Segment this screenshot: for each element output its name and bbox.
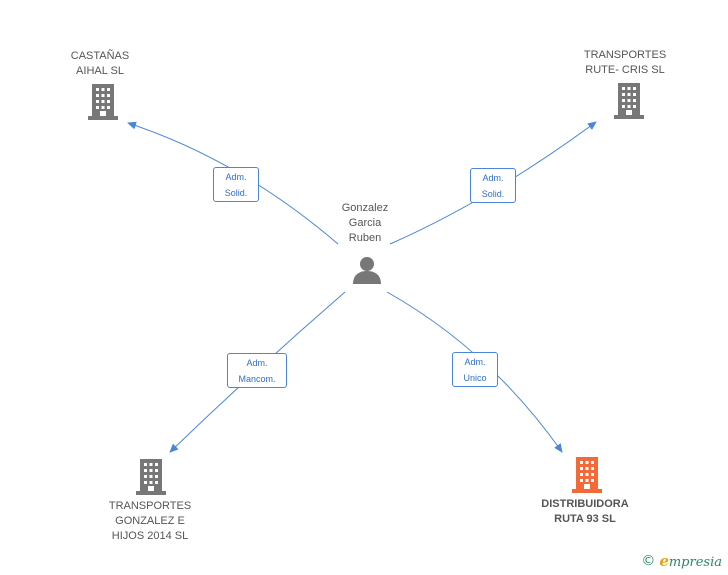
building-icon[interactable] bbox=[136, 459, 166, 495]
company-label-line: CASTAÑAS bbox=[70, 50, 130, 62]
brand-logo: empresia bbox=[659, 552, 722, 570]
relation-badge-bottom-left[interactable]: Adm. Mancom. bbox=[227, 353, 287, 388]
relation-label-line: Solid. bbox=[481, 189, 505, 199]
relation-label-line: Adm. bbox=[464, 357, 486, 367]
company-label-line: RUTE- CRIS SL bbox=[585, 64, 665, 76]
company-label-bottom-left[interactable]: TRANSPORTES GONZALEZ E HIJOS 2014 SL bbox=[98, 499, 202, 544]
relation-label-line: Adm. bbox=[225, 172, 247, 182]
relation-badge-top-left[interactable]: Adm. Solid. bbox=[213, 167, 259, 202]
relation-label-line: Adm. bbox=[246, 358, 268, 368]
brand-rest: mpresia bbox=[668, 555, 722, 570]
brand-initial: e bbox=[659, 552, 669, 570]
company-label-line: TRANSPORTES bbox=[583, 49, 667, 61]
company-label-line: TRANSPORTES bbox=[108, 500, 192, 512]
building-icon[interactable] bbox=[88, 84, 118, 120]
relation-badge-top-right[interactable]: Adm. Solid. bbox=[470, 168, 516, 203]
company-label-top-left[interactable]: CASTAÑAS AIHAL SL bbox=[50, 49, 150, 79]
person-name-line: Ruben bbox=[348, 232, 382, 244]
person-name-line: Gonzalez bbox=[341, 202, 389, 214]
copyright-icon: © bbox=[641, 553, 656, 569]
relation-label-line: Mancom. bbox=[238, 374, 276, 384]
relation-label-line: Unico bbox=[463, 373, 487, 383]
person-icon[interactable] bbox=[352, 256, 382, 284]
relation-label-line: Solid. bbox=[224, 188, 248, 198]
company-label-line: GONZALEZ E bbox=[115, 515, 185, 527]
person-label[interactable]: Gonzalez Garcia Ruben bbox=[315, 201, 415, 246]
relation-badge-bottom-right[interactable]: Adm. Unico bbox=[452, 352, 498, 387]
company-label-line: RUTA 93 SL bbox=[554, 513, 616, 525]
company-label-line: AIHAL SL bbox=[76, 65, 124, 77]
building-icon[interactable] bbox=[572, 457, 602, 493]
building-icon[interactable] bbox=[614, 83, 644, 119]
company-label-line: HIJOS 2014 SL bbox=[111, 530, 189, 542]
company-label-bottom-right[interactable]: DISTRIBUIDORA RUTA 93 SL bbox=[530, 497, 640, 527]
company-label-line: DISTRIBUIDORA bbox=[541, 498, 629, 510]
relation-label-line: Adm. bbox=[482, 173, 504, 183]
person-name-line: Garcia bbox=[348, 217, 382, 229]
brand-footer: © empresia bbox=[641, 552, 722, 570]
company-label-top-right[interactable]: TRANSPORTES RUTE- CRIS SL bbox=[575, 48, 675, 78]
